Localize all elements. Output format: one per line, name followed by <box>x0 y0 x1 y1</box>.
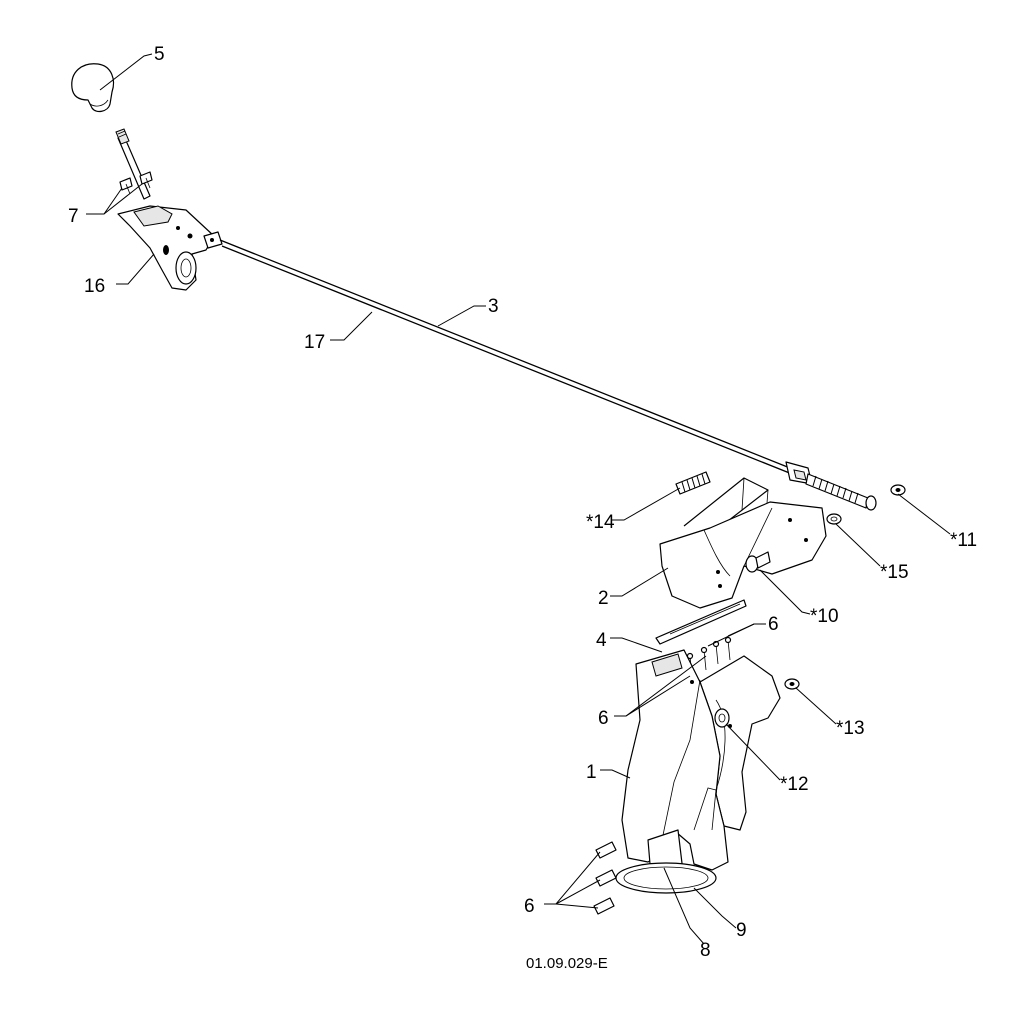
callout-end-washer: *15 <box>880 562 909 583</box>
spring-part <box>675 471 711 495</box>
callout-side-nut: *13 <box>836 718 865 739</box>
callout-chute: 1 <box>586 762 597 783</box>
callout-chute-fasteners-bottom: 6 <box>524 896 535 917</box>
callout-cable-b: 3 <box>488 296 499 317</box>
callout-lever-screws: 7 <box>68 206 79 227</box>
end-nut-part <box>890 484 906 496</box>
callout-chute-fasteners-top-left: 6 <box>598 708 609 729</box>
chute-fasteners-bottom-part <box>593 841 617 915</box>
side-bolt-part <box>714 708 730 728</box>
control-cable-part <box>219 239 877 511</box>
callout-knob: 5 <box>154 44 165 65</box>
callout-lever-bracket: 16 <box>84 276 105 297</box>
chute-part <box>615 649 781 894</box>
callout-chute-fasteners-top-right: 6 <box>768 614 779 635</box>
callout-plate: 8 <box>700 940 711 961</box>
clip-part <box>655 599 747 645</box>
deflector-part <box>659 477 827 609</box>
knob-part <box>71 63 115 113</box>
side-nut-part <box>784 678 800 690</box>
callout-deflector-bolt: *10 <box>810 606 839 627</box>
end-washer-part <box>826 513 842 525</box>
callout-deflector: 2 <box>598 588 609 609</box>
callout-labels: 5 7 16 17 3 *14 *11 *15 2 *10 4 6 6 *13 … <box>68 44 977 972</box>
figure-id: 01.09.029-E <box>526 955 608 972</box>
leader-lines <box>86 53 951 945</box>
callout-end-nut: *11 <box>950 530 977 551</box>
deflector-bolt-part <box>745 551 771 573</box>
callout-base-ring: 9 <box>736 920 747 941</box>
callout-side-bolt: *12 <box>780 774 809 795</box>
lever-bracket-part <box>117 205 223 291</box>
lever-screws-part <box>119 171 153 195</box>
callout-clip: 4 <box>596 630 607 651</box>
callout-spring: *14 <box>586 512 615 533</box>
callout-cable-a: 17 <box>304 332 325 353</box>
